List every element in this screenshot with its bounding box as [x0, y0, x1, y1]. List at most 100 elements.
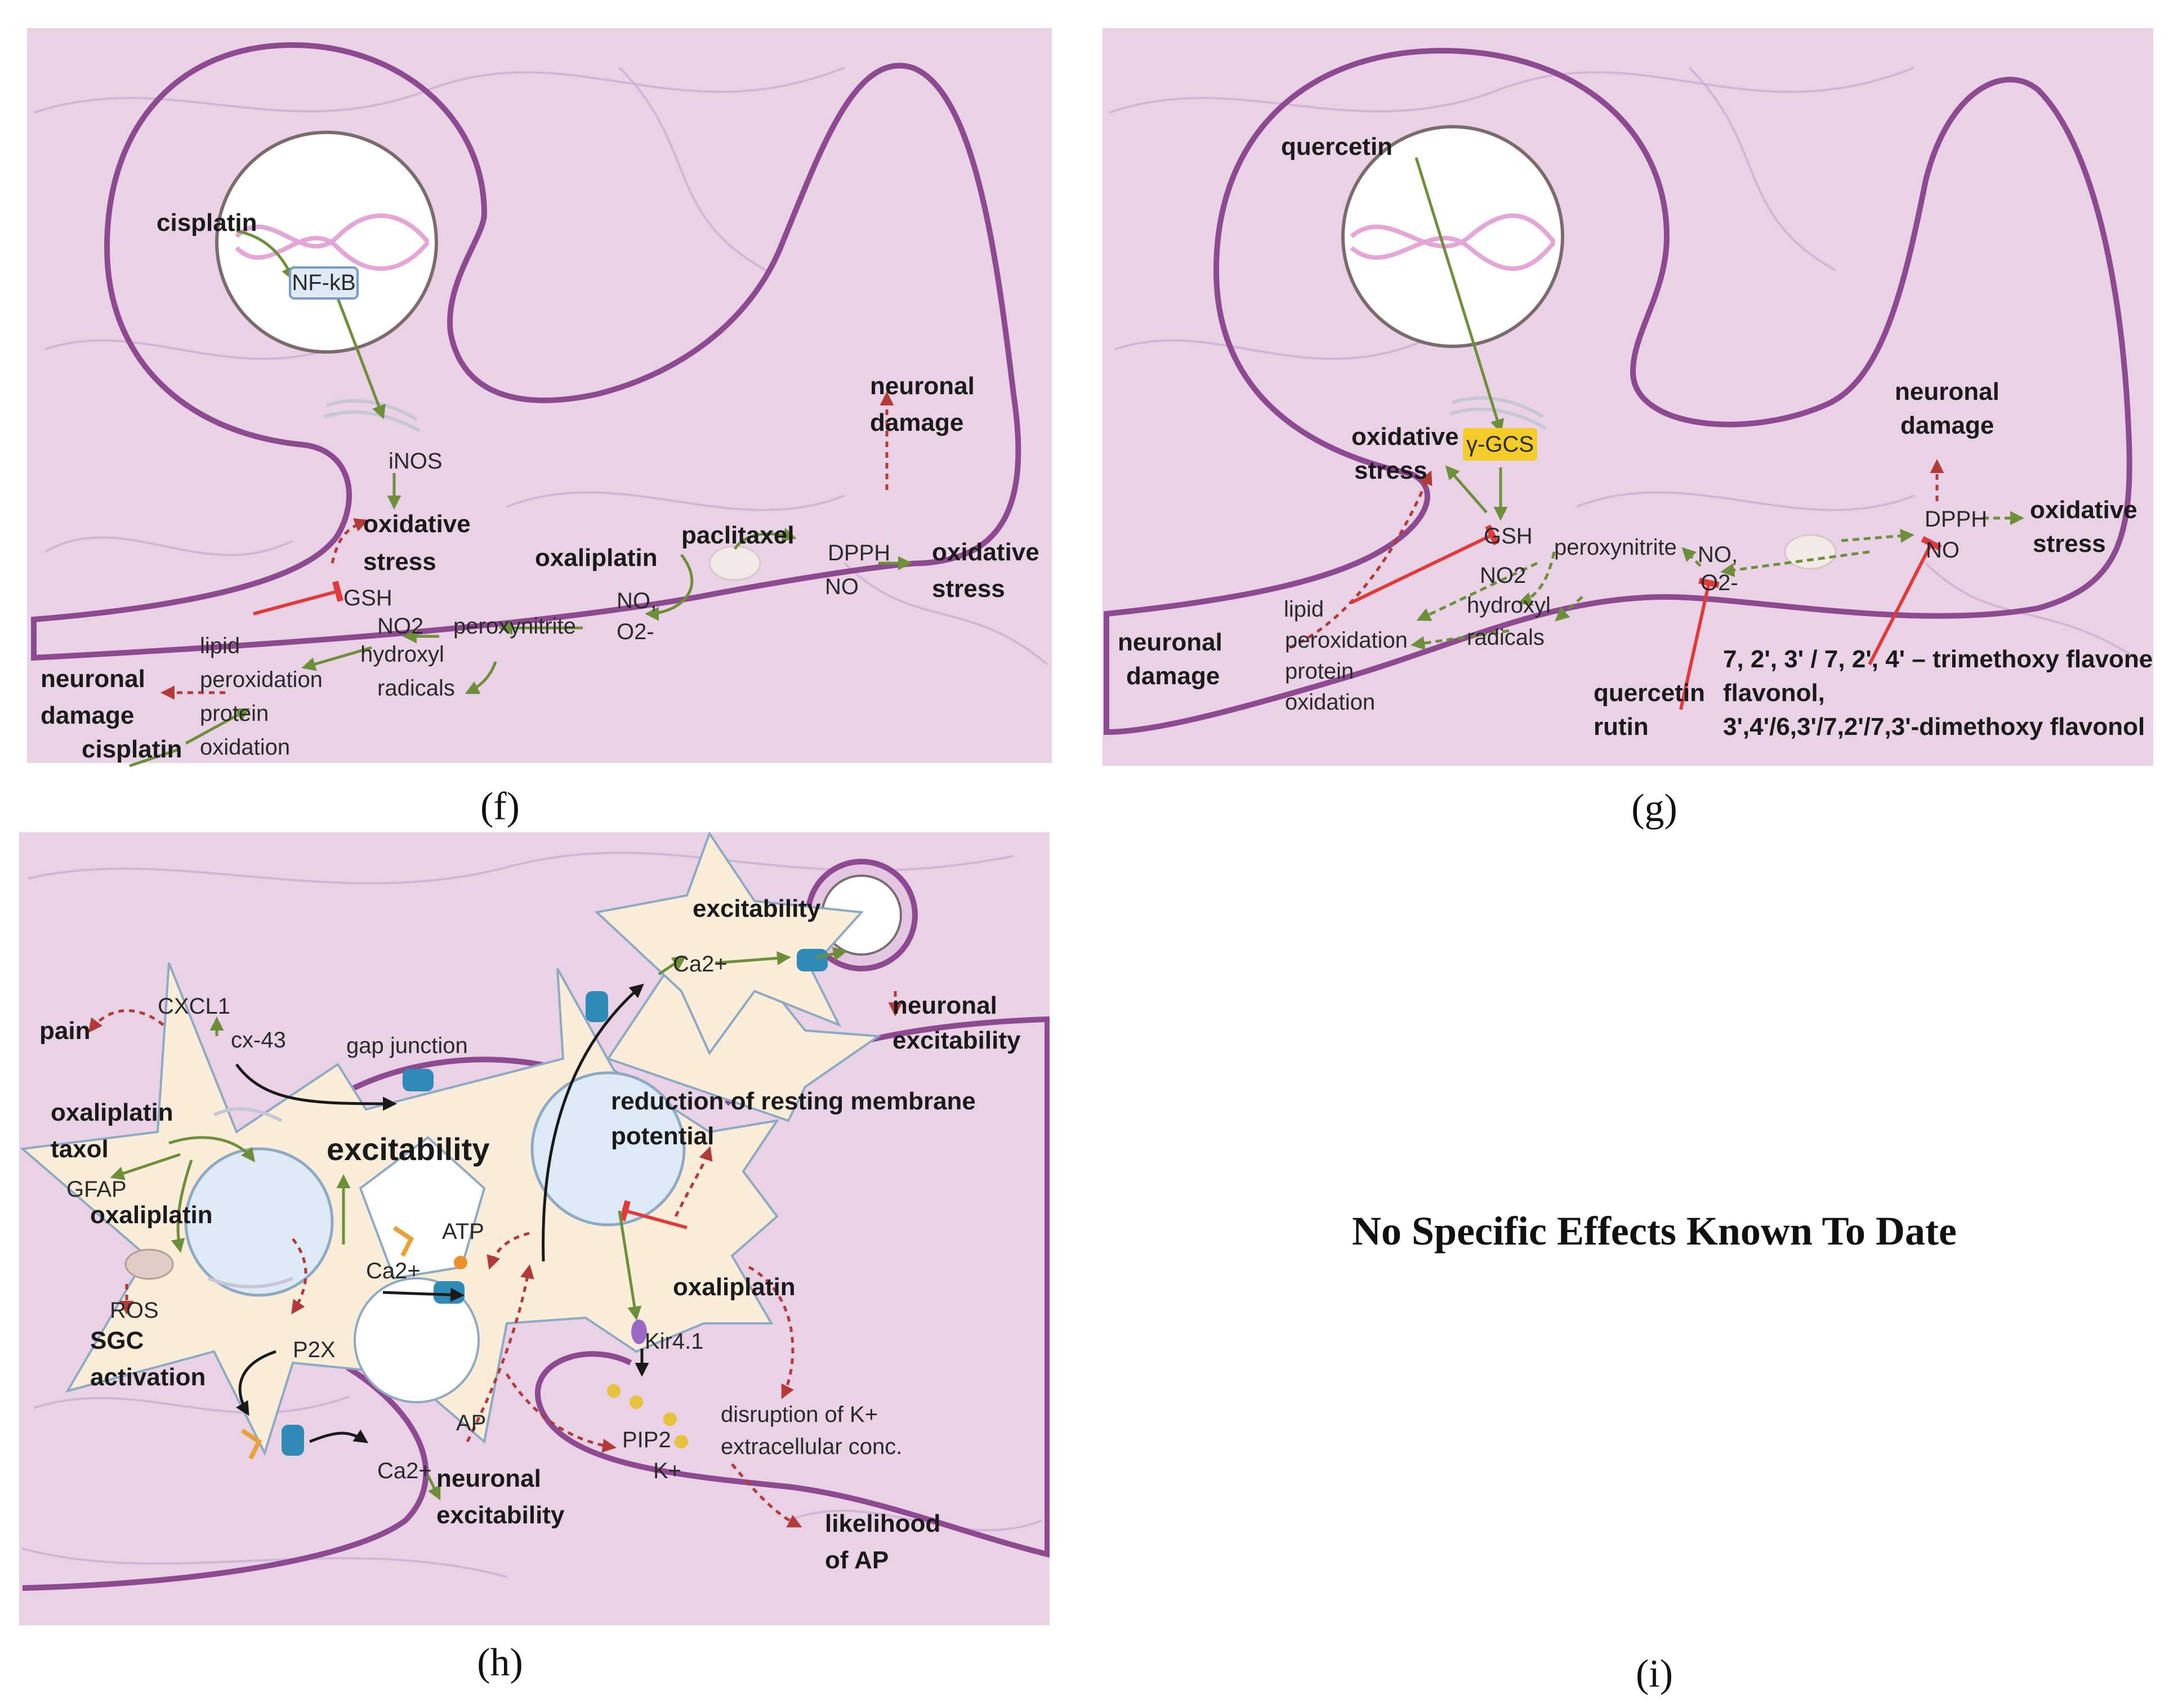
- panel-g-peroxidation: peroxidation: [1285, 628, 1408, 653]
- panel-h-pain: pain: [39, 1017, 90, 1045]
- panel-h-oxaliplatin-right: oxaliplatin: [673, 1273, 796, 1301]
- panel-h-caption: (h): [477, 1641, 523, 1684]
- panel-h-sgc-b: activation: [90, 1363, 206, 1391]
- panel-f-neuronal-damage-left-b: damage: [41, 702, 134, 729]
- panel-f-lipid: lipid: [200, 634, 240, 658]
- panel-f-paclitaxel: paclitaxel: [681, 521, 795, 549]
- panel-h-reduction-a: reduction of resting membrane: [611, 1087, 976, 1115]
- panel-h-p2x: P2X: [293, 1337, 336, 1362]
- panel-h-ca-bottom: Ca2+: [377, 1459, 432, 1483]
- panel-f-neuronal-damage-top-a: neuronal: [870, 372, 975, 400]
- panel-h-oxaliplatin-taxol-b: taxol: [51, 1135, 109, 1163]
- panel-f-no: NO: [825, 574, 859, 599]
- panel-f-gsh: GSH: [343, 586, 392, 610]
- panel-h-pip2: PIP2: [622, 1428, 671, 1452]
- panel-h-neuron-nucleus: [359, 1136, 486, 1280]
- panel-g-gsh: GSH: [1484, 524, 1533, 548]
- panel-h-likelihood-b: of AP: [825, 1546, 889, 1574]
- panel-f-oxaliplatin: oxaliplatin: [535, 544, 658, 572]
- panel-h-ap: AP: [456, 1411, 486, 1435]
- panel-h-likelihood-a: likelihood: [825, 1510, 940, 1537]
- panel-g-dna: [1350, 213, 1556, 249]
- panel-f-protein: protein: [200, 701, 269, 726]
- panel-g-oxidation: oxidation: [1285, 690, 1375, 715]
- panel-f-oxidative-stress-2a: oxidative: [932, 538, 1039, 566]
- panel-h-neuronal-excitability-bottom-a: neuronal: [436, 1465, 541, 1492]
- panel-h-ros: ROS: [110, 1298, 159, 1323]
- panel-g: γ-GCS quercetin oxidative stress neurona…: [1103, 28, 2153, 766]
- panel-g-hydroxyl: hydroxyl: [1467, 593, 1551, 618]
- panel-h-channel-upper: [586, 991, 608, 1022]
- panel-g-mitochondrion: [1784, 534, 1837, 570]
- panel-g-radicals: radicals: [1467, 625, 1545, 650]
- panel-h-gap-junction: gap junction: [346, 1033, 468, 1058]
- panel-h-ca-center: Ca2+: [366, 1259, 421, 1283]
- panel-f-hydroxyl: hydroxyl: [360, 642, 444, 667]
- panel-g-protein: protein: [1285, 659, 1354, 684]
- panel-g-dpph: DPPH: [1925, 507, 1987, 532]
- panel-f-nfkb-box: [289, 266, 359, 300]
- panel-f-dpph: DPPH: [828, 541, 890, 565]
- panel-g-er: [1449, 396, 1547, 430]
- panel-h-gfap: GFAP: [66, 1177, 127, 1202]
- panel-g-oxidative-stress-a: oxidative: [1351, 423, 1459, 451]
- panel-f-oxidative-stress-1b: stress: [363, 548, 436, 576]
- panel-h-disruption-a: disruption of K+: [721, 1402, 878, 1427]
- panel-f-no-radical: NO,: [617, 588, 657, 613]
- panel-h-gap-junction-channel: [403, 1069, 434, 1091]
- panel-g-o2: O2-: [1701, 570, 1738, 595]
- panel-h: pain CXCL1 cx-43 gap junction excitabili…: [19, 832, 1050, 1625]
- panel-h-neuronal-excitability-right-a: neuronal: [892, 992, 997, 1019]
- panel-g-caption: (g): [1631, 787, 1677, 830]
- panel-h-neuronal-excitability-right-b: excitability: [892, 1027, 1021, 1054]
- panel-g-neuronal-damage-top-b: damage: [1900, 412, 1994, 439]
- panel-f-inos: iNOS: [389, 449, 443, 474]
- panel-h-oxaliplatin-left: oxaliplatin: [90, 1201, 213, 1229]
- panel-f-oxidative-stress-2b: stress: [932, 575, 1005, 603]
- panel-h-p2x-receptor: [392, 1225, 414, 1257]
- panel-f-o2: O2-: [617, 619, 654, 644]
- panel-g-oxidative-stress-right-b: stress: [2033, 530, 2106, 558]
- panel-g-rutin: rutin: [1594, 713, 1649, 741]
- panel-h-sgc-a: SGC: [90, 1327, 144, 1354]
- panel-h-neuron-membrane-right: [534, 1016, 1050, 1558]
- panel-g-quercetin-bottom: quercetin: [1594, 679, 1705, 707]
- panel-f-peroxynitrite: peroxynitrite: [453, 614, 576, 639]
- panel-g-flavone-line1: 7, 2', 3' / 7, 2', 4' – trimethoxy flavo…: [1723, 645, 2153, 673]
- panel-h-cx43: cx-43: [231, 1028, 286, 1053]
- panel-h-mitochondrion: [124, 1248, 174, 1280]
- panel-h-kir: Kir4.1: [645, 1329, 704, 1354]
- panel-f-neuronal-damage-top-b: damage: [870, 409, 963, 436]
- panel-g-gamma-gcs: γ-GCS: [1466, 432, 1534, 457]
- panel-g-peroxynitrite: peroxynitrite: [1554, 535, 1677, 560]
- panel-f-dna: [235, 213, 430, 249]
- panel-g-no-radical: NO,: [1698, 542, 1738, 567]
- panel-g-quercetin-top: quercetin: [1281, 133, 1393, 160]
- panel-h-kir-channel: [631, 1319, 647, 1344]
- panel-g-neuronal-damage-left-b: damage: [1126, 662, 1220, 690]
- panel-g-neuronal-damage-top-a: neuronal: [1895, 378, 2000, 405]
- panel-f-neuronal-damage-left-a: neuronal: [41, 665, 145, 693]
- panel-i-caption: (i): [1636, 1652, 1673, 1696]
- panel-h-excitability-top: excitability: [693, 895, 821, 922]
- panel-g-neuron-membrane: [1104, 47, 2132, 735]
- panel-g-oxidative-stress-b: stress: [1354, 457, 1427, 484]
- panel-g-neuronal-damage-left-a: neuronal: [1118, 628, 1222, 656]
- panel-g-fibers: [1109, 66, 2146, 666]
- panel-h-sgc-nucleus: [530, 1071, 686, 1227]
- panel-h-ca-top: Ca2+: [673, 952, 728, 976]
- panel-h-disruption-b: extracellular conc.: [721, 1434, 902, 1459]
- panel-h-oxaliplatin-taxol-a: oxaliplatin: [51, 1099, 173, 1126]
- panel-h-atp: ATP: [442, 1219, 484, 1244]
- panel-i-message: No Specific Effects Known To Date: [1352, 1208, 1957, 1254]
- panel-f-caption: (f): [480, 785, 520, 828]
- panel-h-sgc-nucleus-left: [184, 1147, 334, 1297]
- panel-h-cxcl1: CXCL1: [158, 994, 230, 1019]
- panel-g-no2: NO2: [1480, 563, 1526, 588]
- panel-f-oxidation: oxidation: [200, 735, 290, 760]
- panel-h-k: K+: [653, 1459, 681, 1483]
- panel-g-nucleus: [1341, 125, 1564, 348]
- panel-h-channel-center: [434, 1281, 465, 1304]
- panel-f-cisplatin-bottom: cisplatin: [82, 735, 182, 763]
